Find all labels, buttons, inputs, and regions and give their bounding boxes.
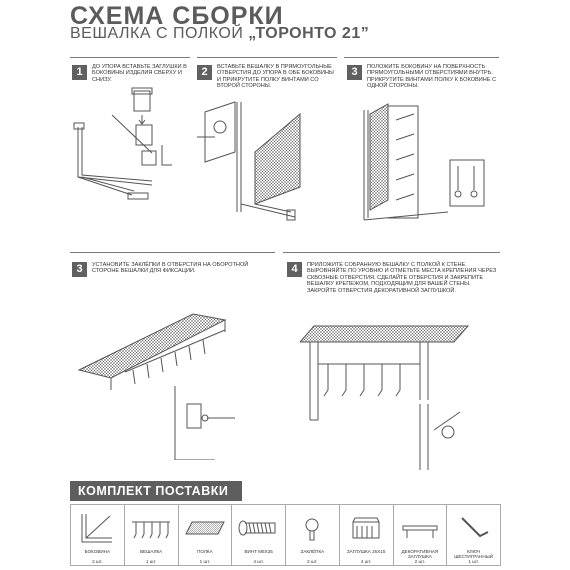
kit-item-qty: 2 шт. <box>307 559 318 564</box>
kit-item-name: ЗАГЛУШКА 25х15 <box>346 549 386 554</box>
kit-item-qty: 2 шт. <box>92 559 103 564</box>
step-3-number: 3 <box>347 65 362 80</box>
step-3b-number: 3 <box>72 262 87 277</box>
side-panel-icon <box>74 508 120 548</box>
kit-item: ДЕКОРАТИВНАЯ ЗАГЛУШКА 2 шт. <box>392 504 448 566</box>
kit-item-name: ЗАКЛЁПКА <box>300 549 325 554</box>
kit-item: КЛЮЧ ШЕСТИГРАННЫЙ 1 шт. <box>446 504 501 566</box>
end-cap-icon <box>343 508 389 548</box>
kit-item: ВИНТ М5х35 4 шт. <box>231 504 286 566</box>
kit-item: ПОЛКА 1 шт. <box>177 504 233 566</box>
kit-item: ЗАГЛУШКА 25х15 4 шт. <box>338 504 394 566</box>
subtitle-product: ВЕШАЛКА С ПОЛКОЙ <box>70 25 244 42</box>
step-3-text: ПОЛОЖИТЕ БОКОВИНУ НА ПОВЕРХНОСТЬ ПРЯМОУГ… <box>367 64 497 90</box>
page-subtitle: ВЕШАЛКА С ПОЛКОЙ „ТОРОНТО 21” <box>70 25 369 43</box>
step-1-number: 1 <box>72 65 87 80</box>
kit-item-name: ПОЛКА <box>197 549 213 554</box>
decor-cap-icon <box>397 508 443 548</box>
step-3-illustration <box>358 100 500 230</box>
kit-item-qty: 1 шт. <box>145 559 157 564</box>
kit-item-qty: 4 шт. <box>360 559 372 564</box>
kit-list: БОКОВИНА 2 шт. ВЕШАЛКА 1 шт. ПОЛКА 1 шт.… <box>70 504 501 566</box>
kit-item-qty: 2 шт. <box>414 559 426 564</box>
top-rule-mid <box>197 57 337 58</box>
step-4-text: ПРИЛОЖИТЕ СОБРАННУЮ ВЕШАЛКУ С ПОЛКОЙ К С… <box>307 262 497 294</box>
kit-item-name: ВИНТ М5х35 <box>244 549 273 554</box>
step-4-illustration <box>300 320 500 470</box>
top-rule-left <box>70 57 190 58</box>
mid-rule-left <box>70 252 275 253</box>
subtitle-model: „ТОРОНТО 21” <box>248 25 370 42</box>
top-rule-right <box>344 57 499 58</box>
step-4-number: 4 <box>287 262 302 277</box>
hook-rail-icon <box>128 508 174 548</box>
step-1-text: ДО УПОРА ВСТАВЬТЕ ЗАГЛУШКИ В БОКОВИНЫ ИЗ… <box>92 64 187 83</box>
step-2-illustration <box>195 92 340 222</box>
step-3b-text: УСТАНОВИТЕ ЗАКЛЁПКИ В ОТВЕРСТИЯ НА ОБОРО… <box>92 262 249 275</box>
page-title: СХЕМА СБОРКИ <box>70 2 284 30</box>
kit-title: КОМПЛЕКТ ПОСТАВКИ <box>70 481 242 501</box>
kit-item-name: КЛЮЧ ШЕСТИГРАННЫЙ <box>454 549 494 559</box>
kit-item-qty: 1 шт. <box>199 559 211 564</box>
shelf-icon <box>182 508 228 548</box>
kit-item-name: ВЕШАЛКА <box>139 549 163 554</box>
kit-item-name: ДЕКОРАТИВНАЯ ЗАГЛУШКА <box>401 549 439 559</box>
step-2-number: 2 <box>197 65 212 80</box>
kit-item-name: БОКОВИНА <box>84 549 111 554</box>
kit-item-qty: 4 шт. <box>253 559 264 564</box>
kit-item: БОКОВИНА 2 шт. <box>70 504 125 566</box>
rivet-icon <box>289 508 335 548</box>
hex-key-icon <box>450 508 496 548</box>
mid-rule-right <box>283 252 500 253</box>
step-2-text: ВСТАВЬТЕ ВЕШАЛКУ В ПРЯМОУГОЛЬНЫЕ ОТВЕРСТ… <box>217 64 334 90</box>
kit-item: ВЕШАЛКА 1 шт. <box>123 504 179 566</box>
step-1-illustration <box>72 85 190 210</box>
kit-item-qty: 1 шт. <box>468 559 479 564</box>
step-3b-illustration <box>75 300 275 460</box>
kit-item: ЗАКЛЁПКА 2 шт. <box>285 504 340 566</box>
screw-icon <box>235 508 281 548</box>
